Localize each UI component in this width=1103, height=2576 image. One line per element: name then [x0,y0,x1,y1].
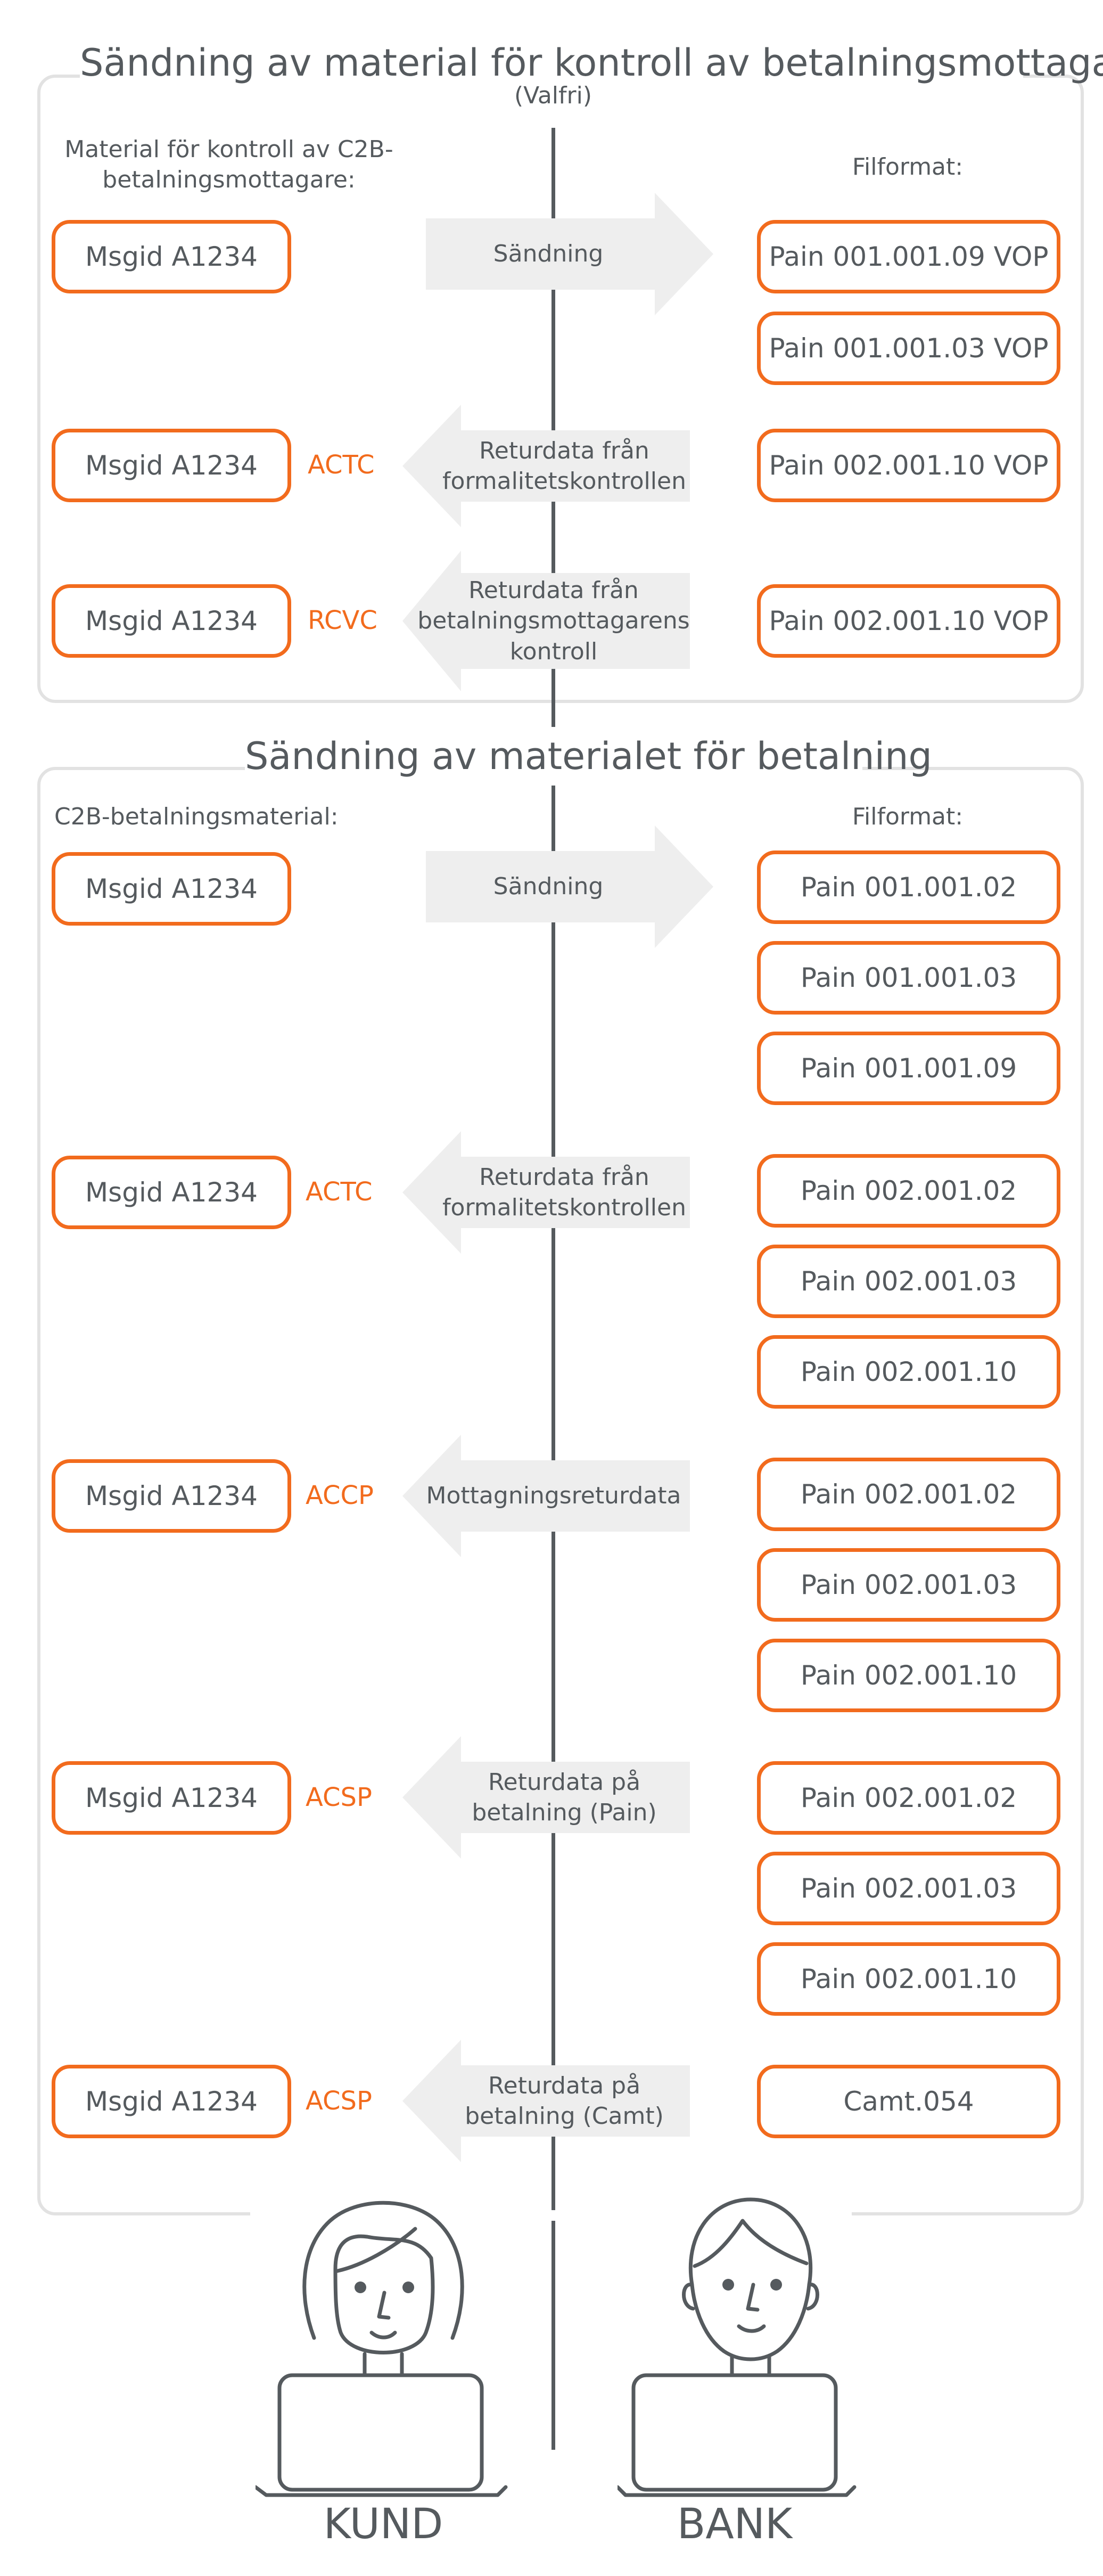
status-code: ACCP [306,1481,374,1510]
section1-title: Sändning av material för kontroll av bet… [80,36,1103,89]
arrow-right [426,193,713,315]
file-format-box: Pain 002.001.02 [757,1154,1060,1228]
section1-subtitle: (Valfri) [498,81,608,111]
file-format-box: Pain 002.001.02 [757,1761,1060,1835]
center-divider [552,128,555,2450]
status-code: ACSP [306,1782,372,1812]
status-code: ACTC [306,1177,373,1207]
arrow-label: Returdata på betalning (Pain) [472,1768,657,1826]
file-format-box: Pain 002.001.10 [757,1335,1060,1409]
section1-left-header: Material för kontroll av C2B-betalningsm… [64,136,393,194]
file-format-box: Pain 001.001.03 [757,941,1060,1015]
file-format-box: Pain 002.001.03 [757,1852,1060,1925]
customer-figure-icon [256,2201,508,2497]
msgid-box: Msgid A1234 [52,1761,291,1835]
arrow-label: Mottagningsreturdata [426,1482,681,1510]
section2-title: Sändning av materialet för betalning [245,727,932,786]
arrow-label: Returdata på betalning (Camt) [465,2072,664,2130]
arrow-label: Returdata från betalningsmottagarens kon… [417,577,690,665]
arrow-label: Returdata från formalitetskontrollen [442,1163,686,1221]
msgid-box: Msgid A1234 [52,2065,291,2138]
arrow-left [402,1736,690,1859]
file-format-box: Pain 002.001.10 VOP [757,584,1060,658]
status-code: ACSP [306,2086,372,2116]
arrow-label: Sändning [493,240,604,268]
arrow-left [402,1131,690,1254]
section2-left-header: C2B-betalningsmaterial: [54,803,339,830]
file-format-box: Pain 001.001.02 [757,851,1060,924]
arrow-left [402,2040,690,2162]
msgid-box: Msgid A1234 [52,1459,291,1533]
file-format-box: Pain 002.001.02 [757,1458,1060,1531]
arrow-left [402,551,690,691]
msgid-box: Msgid A1234 [52,220,291,293]
arrow-label: Sändning [493,873,604,901]
status-code: RCVC [308,606,377,635]
file-format-box: Pain 002.001.03 [757,1548,1060,1622]
bank-figure-icon [618,2197,857,2497]
msgid-box: Msgid A1234 [52,429,291,502]
file-format-box: Pain 001.001.03 VOP [757,312,1060,385]
file-format-box: Pain 001.001.09 [757,1032,1060,1105]
msgid-box: Msgid A1234 [52,584,291,658]
file-format-box: Camt.054 [757,2065,1060,2138]
arrow-right [426,825,713,948]
file-format-box: Pain 002.001.10 [757,1942,1060,2016]
file-format-box: Pain 001.001.09 VOP [757,220,1060,293]
status-code: ACTC [308,450,375,480]
msgid-box: Msgid A1234 [52,1156,291,1229]
customer-label: KUND [323,2500,443,2548]
file-format-box: Pain 002.001.03 [757,1245,1060,1318]
arrow-label: Returdata från formalitetskontrollen [442,437,686,495]
arrow-left [402,405,690,527]
file-format-box: Pain 002.001.10 VOP [757,429,1060,502]
arrow-left [402,1435,690,1557]
section1-right-header: Filformat: [852,153,964,181]
file-format-box: Pain 002.001.10 [757,1639,1060,1712]
bank-label: BANK [677,2500,793,2548]
msgid-box: Msgid A1234 [52,852,291,926]
section2-right-header: Filformat: [852,803,964,830]
